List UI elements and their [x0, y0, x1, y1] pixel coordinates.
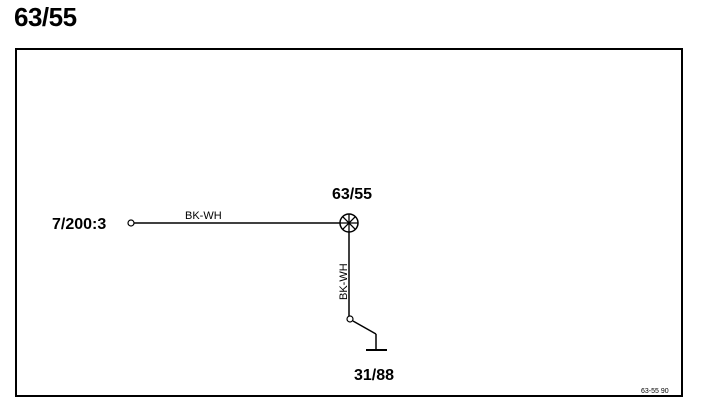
page-title: 63/55: [14, 2, 77, 32]
connector-label: 7/200:3: [52, 216, 106, 233]
figure-reference: 63-55 90: [641, 388, 669, 395]
lamp-icon: [339, 213, 359, 233]
ground-label: 31/88: [354, 367, 394, 384]
switch-lever-icon: [352, 320, 377, 335]
wire-label-horizontal: BK-WH: [185, 210, 222, 222]
component-label: 63/55: [332, 186, 372, 203]
switch-pin: [346, 315, 354, 323]
connector-pin: [127, 219, 135, 227]
wire-label-vertical: BK-WH: [338, 263, 350, 300]
ground-icon: [366, 334, 387, 351]
diagram-frame: [15, 48, 683, 397]
